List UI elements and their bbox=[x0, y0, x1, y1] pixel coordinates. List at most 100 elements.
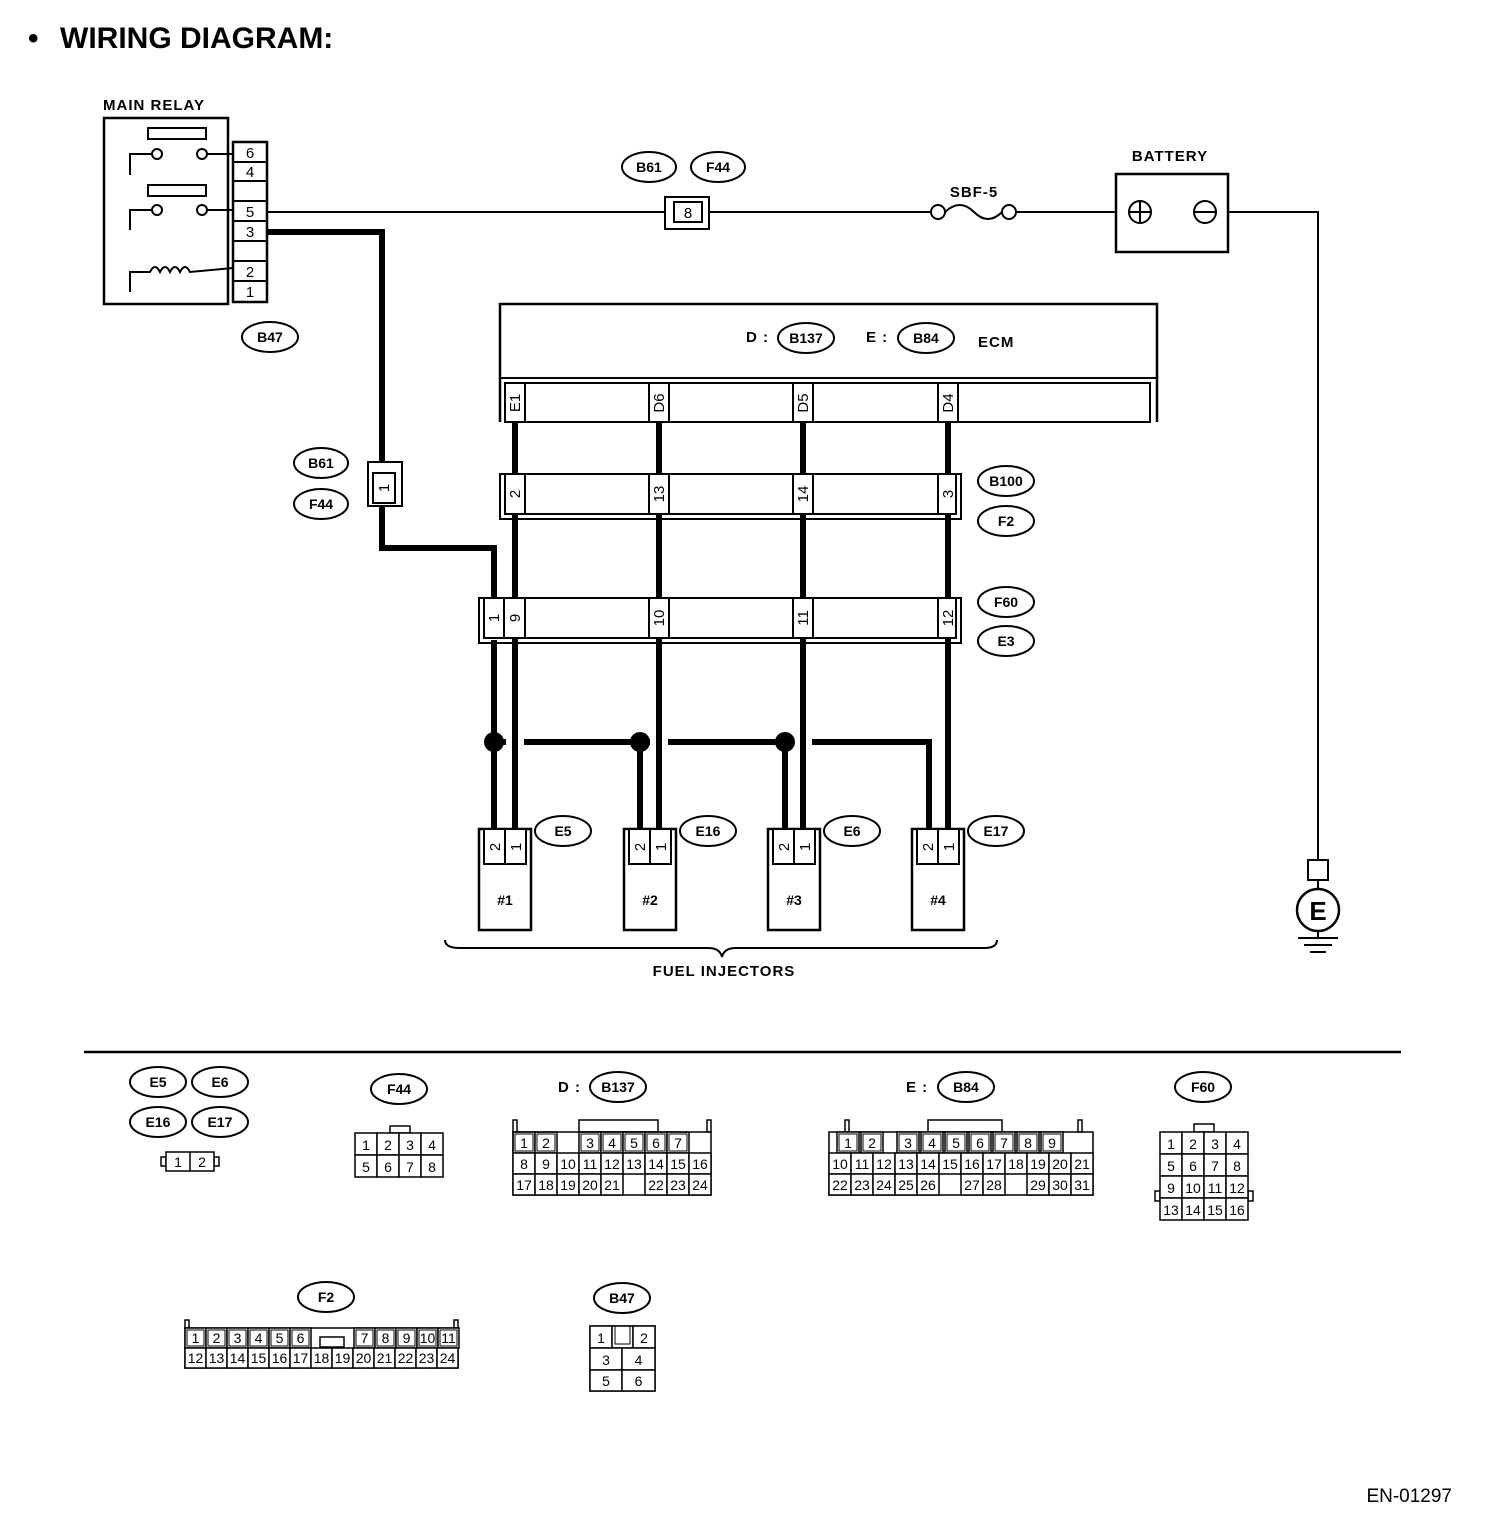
pin-label: 11 bbox=[1208, 1180, 1223, 1196]
connector-tag: B137 bbox=[601, 1079, 635, 1095]
pin-label: 25 bbox=[898, 1177, 914, 1193]
connector-prefix: E : bbox=[906, 1079, 928, 1096]
pin-label: 6 bbox=[635, 1373, 643, 1389]
connector-tag: E17 bbox=[984, 823, 1009, 839]
ground-e: E bbox=[1295, 859, 1341, 953]
connector-tag: F60 bbox=[1191, 1079, 1215, 1095]
pin-label: 2 bbox=[1189, 1136, 1197, 1152]
pin-label: 7 bbox=[361, 1330, 369, 1346]
pin-label: 4 bbox=[608, 1135, 616, 1151]
relay-pin: 1 bbox=[246, 284, 254, 301]
pin-label: 2 bbox=[198, 1154, 206, 1170]
fuse-sbf5: SBF-5 bbox=[930, 184, 1017, 220]
connector-tag: F2 bbox=[318, 1289, 335, 1305]
injector-pin: 2 bbox=[487, 843, 504, 851]
connector-tag: B61 bbox=[636, 159, 662, 175]
pin-label: 8 bbox=[382, 1330, 390, 1346]
pin-label: 2 bbox=[640, 1330, 648, 1346]
injector-pin: 1 bbox=[941, 843, 958, 851]
connector-tag: E17 bbox=[208, 1114, 233, 1130]
pin-label: 20 bbox=[1052, 1156, 1068, 1172]
pin-label: 9 bbox=[1048, 1135, 1056, 1151]
pin-label: 28 bbox=[986, 1177, 1002, 1193]
pin-label: 20 bbox=[582, 1177, 598, 1193]
pin-label: 10 bbox=[420, 1330, 436, 1346]
injector-pin: 2 bbox=[920, 843, 937, 851]
pin-label: 11 bbox=[441, 1330, 456, 1346]
pin-label: 6 bbox=[1189, 1158, 1197, 1174]
pin-label: 21 bbox=[604, 1177, 620, 1193]
pin-label: 8 bbox=[1024, 1135, 1032, 1151]
pin-label: 17 bbox=[516, 1177, 532, 1193]
pin-label: 1 bbox=[1167, 1136, 1175, 1152]
b100-pin: 14 bbox=[795, 486, 812, 503]
pin-label: 15 bbox=[1207, 1202, 1223, 1218]
relay-pin: 4 bbox=[246, 164, 254, 181]
pin-label: 15 bbox=[942, 1156, 958, 1172]
pin-label: 3 bbox=[406, 1137, 414, 1153]
ecm-d-prefix: D : bbox=[746, 329, 769, 346]
ecm-pin: D6 bbox=[651, 393, 668, 412]
injector-name: #2 bbox=[642, 892, 658, 908]
pin-label: 13 bbox=[898, 1156, 914, 1172]
pin-label: 4 bbox=[1233, 1136, 1241, 1152]
connector-tag: F44 bbox=[309, 496, 333, 512]
pin-label: 10 bbox=[832, 1156, 848, 1172]
pin-label: 29 bbox=[1030, 1177, 1046, 1193]
relay-pin: 3 bbox=[246, 224, 254, 241]
pin-label: 15 bbox=[670, 1156, 686, 1172]
pin-label: 12 bbox=[188, 1350, 204, 1366]
f60-pin: 11 bbox=[795, 610, 812, 626]
pin-label: 16 bbox=[964, 1156, 980, 1172]
pin-label: 18 bbox=[538, 1177, 554, 1193]
pin-label: 8 bbox=[520, 1156, 528, 1172]
ground-label: E bbox=[1309, 896, 1326, 926]
pin-label: 4 bbox=[255, 1330, 263, 1346]
ecm-pin: D4 bbox=[940, 393, 957, 412]
pin-label: 11 bbox=[583, 1156, 598, 1172]
pin-label: 31 bbox=[1074, 1177, 1090, 1193]
header-bullet: • bbox=[28, 22, 39, 55]
pin-label: 5 bbox=[1167, 1158, 1175, 1174]
injector-pin: 1 bbox=[797, 843, 814, 851]
pin-label: 26 bbox=[920, 1177, 936, 1193]
ecm-d-connector: B137 bbox=[789, 330, 823, 346]
f60-pin: 12 bbox=[940, 610, 957, 627]
injector-4: 2 1 #4 E17 bbox=[910, 815, 1025, 932]
ecm-label: ECM bbox=[978, 334, 1014, 351]
injector-pin: 2 bbox=[632, 843, 649, 851]
pin-label: 21 bbox=[1074, 1156, 1090, 1172]
inline-connector-1: 1 B61 F44 bbox=[293, 447, 403, 520]
pin-label: 24 bbox=[440, 1350, 456, 1366]
connector-tag: F2 bbox=[998, 513, 1015, 529]
connector-tag: E6 bbox=[211, 1074, 228, 1090]
inline-connector-8: 8 B61 F44 bbox=[621, 151, 746, 230]
connector-tag: E5 bbox=[149, 1074, 166, 1090]
pin-label: 17 bbox=[986, 1156, 1002, 1172]
pin-label: 7 bbox=[674, 1135, 682, 1151]
connector-f60-e3: 1 9 10 11 12 F60 E3 bbox=[478, 586, 1035, 657]
pin-label: 14 bbox=[648, 1156, 664, 1172]
connector-tag: F44 bbox=[387, 1081, 411, 1097]
pin-label: 9 bbox=[542, 1156, 550, 1172]
connector-prefix: D : bbox=[558, 1079, 581, 1096]
f60-pin: 10 bbox=[651, 610, 668, 627]
injector-group-brace bbox=[444, 939, 998, 958]
pin-label: 7 bbox=[406, 1159, 414, 1175]
pin-label: 19 bbox=[335, 1350, 351, 1366]
b100-pin: 13 bbox=[651, 486, 668, 503]
pin-label: 12 bbox=[604, 1156, 620, 1172]
pin-label: 23 bbox=[419, 1350, 435, 1366]
f60-pin: 1 bbox=[486, 614, 503, 622]
pin-label: 23 bbox=[670, 1177, 686, 1193]
pin-label: 10 bbox=[1185, 1180, 1201, 1196]
connector-tag: B84 bbox=[953, 1079, 979, 1095]
pin-label: 4 bbox=[635, 1352, 643, 1368]
connector-view-e5-e6-e16-e17: E5 E6 E16 E17 1 2 bbox=[129, 1066, 249, 1172]
pin-label: 5 bbox=[952, 1135, 960, 1151]
pin-label: 6 bbox=[652, 1135, 660, 1151]
